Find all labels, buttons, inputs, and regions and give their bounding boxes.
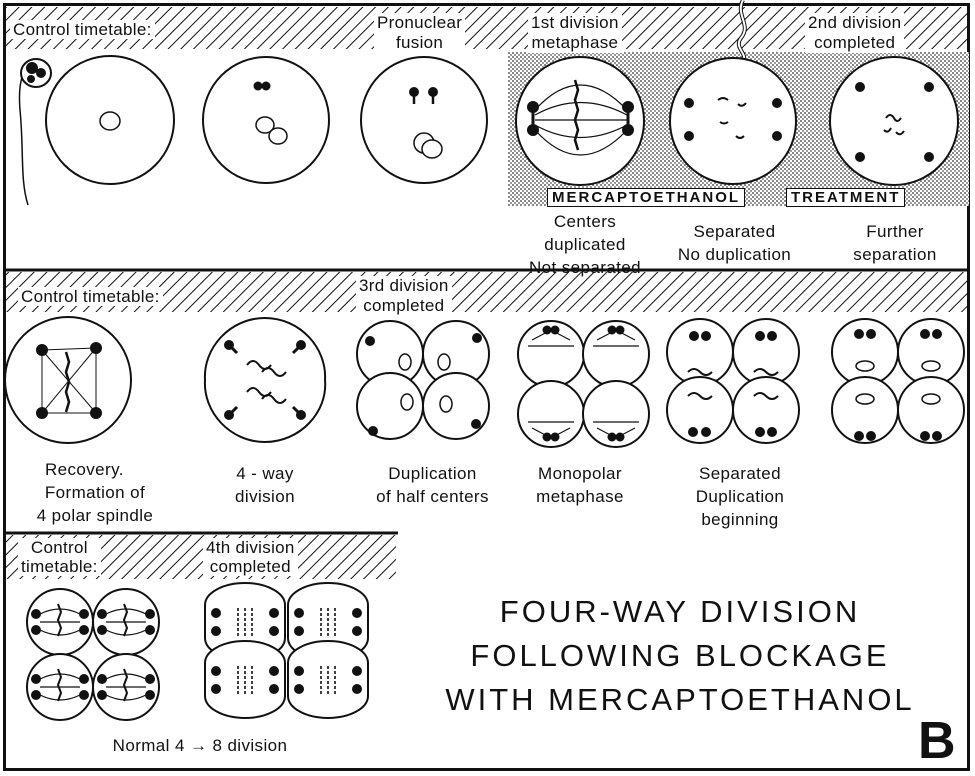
caption-line: duplicated <box>544 235 626 254</box>
stage-pronuclear-line-1: Pronuclear <box>377 13 463 32</box>
cell-pronuclear-fusion <box>360 56 488 184</box>
caption-line: Duplication <box>695 487 785 506</box>
stage-second-division-label: 2nd division completed <box>805 13 905 53</box>
caption-line: Separated <box>698 464 782 483</box>
figure-title-line-3: WITH MERCAPTOETHANOL <box>445 682 915 717</box>
cell-four-way-division <box>203 316 327 444</box>
caption-line: division <box>235 487 295 506</box>
stage-second-division-line-2: completed <box>814 33 896 52</box>
treatment-label-right: TREATMENT <box>786 188 906 207</box>
control-timetable-line-1: Control <box>30 538 88 557</box>
treatment-label-left: MERCAPTOETHANOL <box>547 188 746 207</box>
cell-further-separation <box>829 56 959 186</box>
stage-first-division-line-1: 1st division <box>531 13 619 32</box>
caption-separated-no-dup: Separated No duplication <box>662 220 807 266</box>
caption-line: Further <box>866 222 924 241</box>
figure-title: FOUR-WAY DIVISION FOLLOWING BLOCKAGE WIT… <box>430 590 930 722</box>
caption-line: beginning <box>701 510 779 529</box>
caption-normal-division: Normal 4 → 8 division <box>112 736 288 755</box>
figure-title-line-2: FOLLOWING BLOCKAGE <box>470 638 890 673</box>
caption-recovery: Recovery. Formation of 4 polar spindle <box>10 458 180 527</box>
hatch-band-row2 <box>6 272 969 312</box>
caption-line: metaphase <box>536 487 624 506</box>
cell-first-metaphase <box>515 56 645 186</box>
cells-separated-duplication <box>666 318 800 444</box>
caption-line: No duplication <box>677 245 792 264</box>
caption-line: Separated <box>693 222 776 241</box>
caption-four-way: 4 - way division <box>210 462 320 508</box>
cells-eight-telophase <box>204 582 369 719</box>
sperm-icon <box>18 58 52 206</box>
cells-monopolar-metaphase <box>517 320 650 448</box>
stage-fourth-division-label: 4th division completed <box>203 538 298 576</box>
control-timetable-label-1: Control timetable: <box>10 20 155 39</box>
caption-separated-duplication: Separated Duplication beginning <box>675 462 805 531</box>
stage-fourth-division-line-1: 4th division <box>206 538 295 557</box>
stage-first-division-label: 1st division metaphase <box>528 13 622 53</box>
caption-line: 4 - way <box>236 464 294 483</box>
caption-line: Monopolar <box>538 464 622 483</box>
cells-duplication-half-centers <box>356 320 490 440</box>
caption-line: of half centers <box>376 487 489 506</box>
caption-line: separation <box>853 245 937 264</box>
panel-letter: B <box>918 712 956 770</box>
caption-line: Formation of <box>44 483 146 502</box>
caption-line: Centers <box>553 212 617 231</box>
cell-separated-no-dup <box>669 57 797 185</box>
caption-duplication-half: Duplication of half centers <box>355 462 510 508</box>
caption-line: Duplication <box>388 464 477 483</box>
stage-first-division-line-2: metaphase <box>531 33 619 52</box>
stage-pronuclear-line-2: fusion <box>396 33 444 52</box>
caption-line: Not separated <box>529 258 641 277</box>
caption-monopolar: Monopolar metaphase <box>520 462 640 508</box>
cell-four-polar-spindle <box>4 316 132 444</box>
stage-third-division-label: 3rd division completed <box>356 276 452 316</box>
control-timetable-label-3: Control timetable: <box>18 538 101 576</box>
cells-further-separation-row2 <box>831 318 965 444</box>
cell-egg <box>45 55 175 185</box>
caption-line: Recovery. <box>45 460 124 479</box>
caption-further-separation: Further separation <box>830 220 960 266</box>
figure-title-line-1: FOUR-WAY DIVISION <box>499 594 861 629</box>
stage-pronuclear-label: Pronuclear fusion <box>374 13 466 53</box>
caption-line: 4 polar spindle <box>36 506 154 525</box>
stage-third-division-line-2: completed <box>363 296 445 315</box>
caption-centers-duplicated: Centers duplicated Not separated <box>515 210 655 279</box>
control-timetable-line-2: timetable: <box>21 557 98 576</box>
cells-normal-metaphase <box>26 588 160 721</box>
stage-third-division-line-1: 3rd division <box>359 276 449 295</box>
cell-pronuclei <box>202 56 330 184</box>
control-timetable-label-2: Control timetable: <box>18 287 163 306</box>
stage-fourth-division-line-2: completed <box>209 557 291 576</box>
stage-second-division-line-1: 2nd division <box>808 13 902 32</box>
